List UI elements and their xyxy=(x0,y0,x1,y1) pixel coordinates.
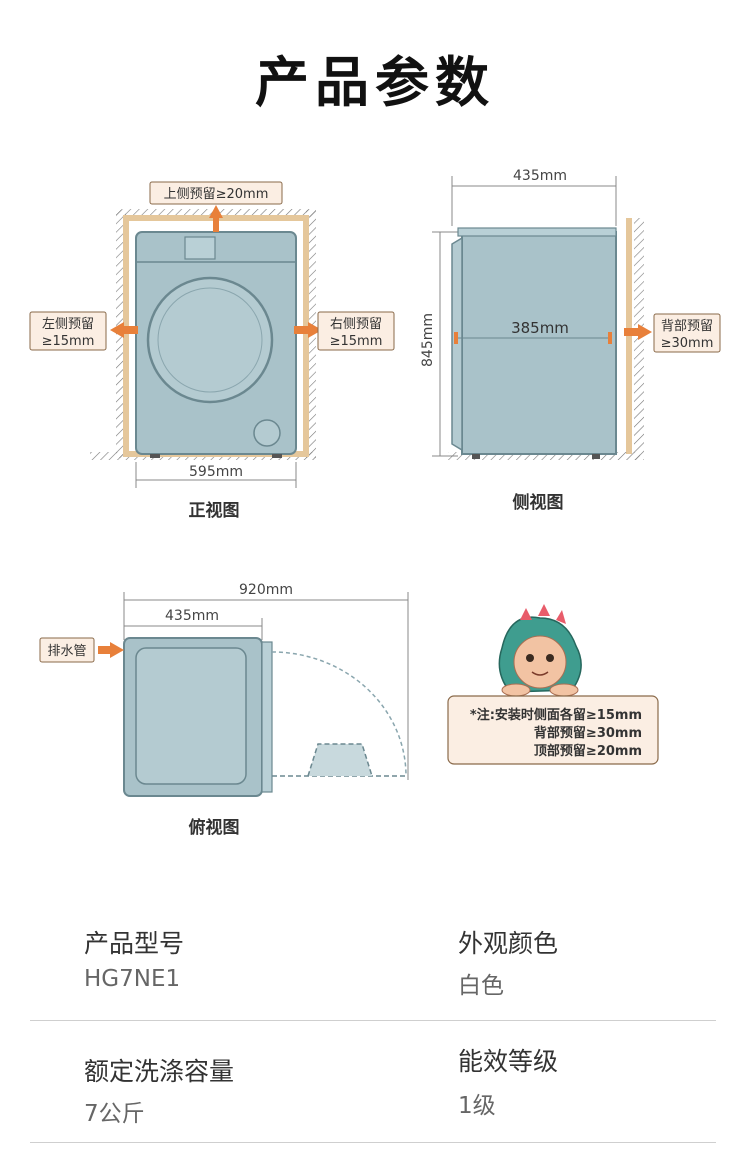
right-clearance-tag xyxy=(317,311,395,351)
mascot xyxy=(498,604,582,697)
front-view: 上侧预留≥20mm 左侧预留 ≥15mm 右侧预留 ≥15mm 595mm 正视… xyxy=(29,181,395,521)
back-clearance-tag xyxy=(653,313,721,353)
left-clearance-value: ≥15mm xyxy=(42,334,95,349)
side-view: 435mm 845mm 385mm 背部预留 ≥30mm 侧视图 xyxy=(420,168,721,513)
page-title: 产品参数 xyxy=(255,51,495,114)
spec-divider-1 xyxy=(30,1020,716,1021)
top-view-caption: 俯视图 xyxy=(189,817,240,838)
washer-side xyxy=(461,231,617,455)
filter-cover xyxy=(253,419,281,447)
model-label: 产品型号 xyxy=(84,929,185,958)
top-view: 920mm 435mm 排水管 俯视图 xyxy=(39,582,409,838)
open-door-outline xyxy=(307,743,373,777)
top-clearance-label: 上侧预留≥20mm xyxy=(164,187,269,202)
note-line-2: 背部预留≥30mm xyxy=(534,725,642,741)
side-floor xyxy=(448,452,640,460)
depth-label: 435mm xyxy=(513,168,567,184)
door-swing-arc xyxy=(271,651,407,777)
efficiency-value: 1级 xyxy=(458,1093,496,1119)
color-value: 白色 xyxy=(458,973,504,999)
right-clearance-arrow xyxy=(294,322,322,338)
install-note-box xyxy=(447,695,659,765)
drain-label: 排水管 xyxy=(47,644,86,659)
inner-depth-label: 385mm xyxy=(511,319,569,337)
capacity-value: 7公斤 xyxy=(84,1101,145,1127)
color-label: 外观颜色 xyxy=(458,929,559,958)
washer-door xyxy=(146,276,274,404)
note-line-1: *注:安装时侧面各留≥15mm xyxy=(470,707,642,723)
height-label: 845mm xyxy=(420,313,436,367)
left-clearance-tag xyxy=(29,311,107,351)
total-depth-label: 920mm xyxy=(239,582,293,598)
door-edge xyxy=(261,641,273,793)
drain-arrow xyxy=(98,642,124,658)
spec-divider-2 xyxy=(30,1142,716,1143)
right-clearance-label: 右侧预留 xyxy=(330,317,382,332)
side-view-caption: 侧视图 xyxy=(513,492,564,513)
back-clearance-value: ≥30mm xyxy=(661,336,714,351)
capacity-label: 额定洗涤容量 xyxy=(84,1057,235,1086)
drain-tag xyxy=(39,637,95,663)
width-label: 595mm xyxy=(189,464,243,480)
back-clearance-arrow xyxy=(624,324,652,340)
left-clearance-label: 左侧预留 xyxy=(42,317,94,332)
note-line-3: 顶部预留≥20mm xyxy=(534,743,642,759)
top-clearance-tag xyxy=(149,181,283,205)
left-clearance-arrow xyxy=(110,322,138,338)
front-view-caption: 正视图 xyxy=(189,500,240,521)
top-depth-label: 435mm xyxy=(165,608,219,624)
right-clearance-value: ≥15mm xyxy=(330,334,383,349)
model-value: HG7NE1 xyxy=(84,966,181,992)
back-clearance-label: 背部预留 xyxy=(661,319,713,334)
efficiency-label: 能效等级 xyxy=(458,1047,559,1076)
control-panel xyxy=(184,236,216,260)
top-clearance-arrow xyxy=(209,205,223,232)
